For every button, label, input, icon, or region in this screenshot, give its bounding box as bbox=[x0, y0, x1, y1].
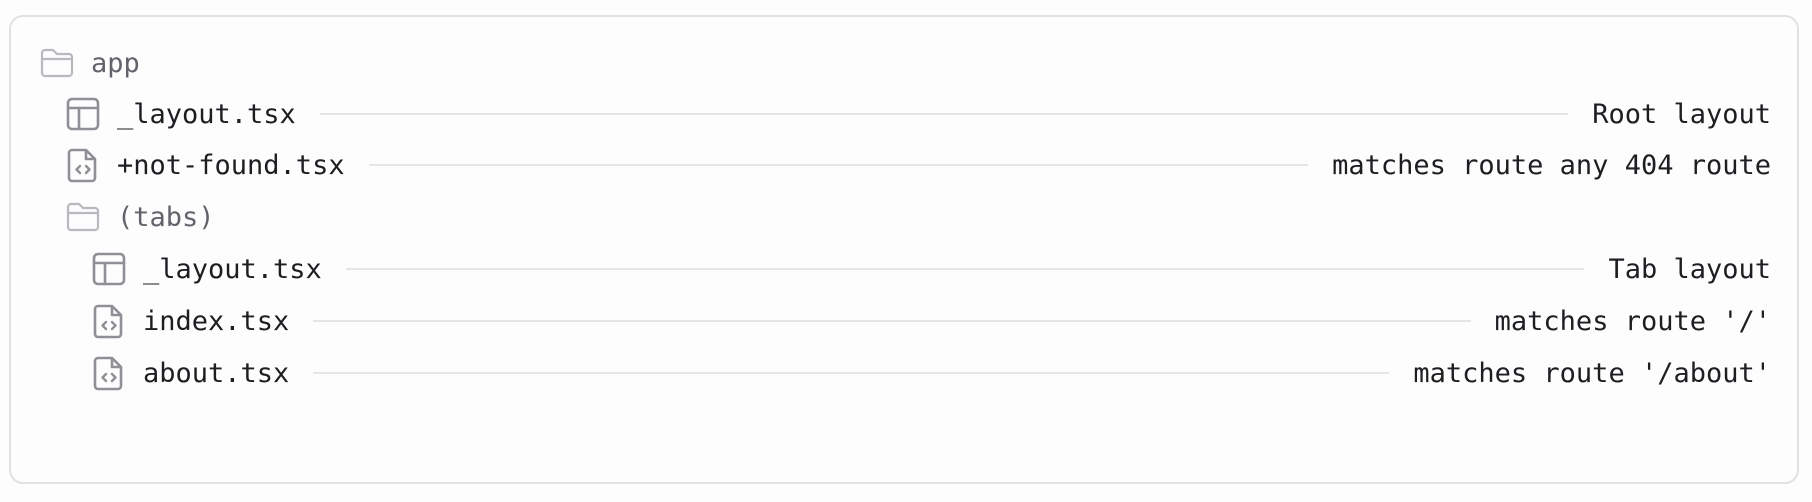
file-name: _layout.tsx bbox=[117, 98, 296, 130]
file-description: matches route '/' bbox=[1494, 305, 1771, 337]
layout-file-icon bbox=[65, 96, 101, 132]
tree-item-about[interactable]: about.tsx matches route '/about' bbox=[91, 343, 1771, 403]
leader-line bbox=[345, 268, 1585, 270]
file-name: about.tsx bbox=[143, 357, 290, 389]
tree-folder-tabs[interactable]: (tabs) bbox=[65, 187, 1771, 247]
file-description: matches route '/about' bbox=[1413, 357, 1771, 389]
tree-item-root-layout[interactable]: _layout.tsx Root layout bbox=[65, 84, 1771, 144]
tree-folder-app[interactable]: app bbox=[39, 33, 1771, 93]
tree-item-not-found[interactable]: +not-found.tsx matches route any 404 rou… bbox=[65, 135, 1771, 195]
leader-line bbox=[313, 372, 1390, 374]
file-tree-panel: app _layout.tsx Root layout +not-found.t… bbox=[9, 15, 1799, 484]
code-file-icon bbox=[65, 147, 101, 183]
file-name: _layout.tsx bbox=[143, 253, 322, 285]
file-name: +not-found.tsx bbox=[117, 149, 345, 181]
code-file-icon bbox=[91, 303, 127, 339]
file-description: matches route any 404 route bbox=[1332, 149, 1771, 181]
tree-item-tab-layout[interactable]: _layout.tsx Tab layout bbox=[91, 239, 1771, 299]
tree-item-index[interactable]: index.tsx matches route '/' bbox=[91, 291, 1771, 351]
leader-line bbox=[313, 320, 1471, 322]
layout-file-icon bbox=[91, 251, 127, 287]
leader-line bbox=[319, 113, 1569, 115]
code-file-icon bbox=[91, 355, 127, 391]
file-description: Root layout bbox=[1592, 98, 1771, 130]
file-description: Tab layout bbox=[1608, 253, 1771, 285]
leader-line bbox=[368, 164, 1309, 166]
folder-name: (tabs) bbox=[117, 201, 215, 233]
file-name: index.tsx bbox=[143, 305, 290, 337]
folder-icon bbox=[39, 45, 75, 81]
folder-icon bbox=[65, 199, 101, 235]
folder-name: app bbox=[91, 47, 140, 79]
